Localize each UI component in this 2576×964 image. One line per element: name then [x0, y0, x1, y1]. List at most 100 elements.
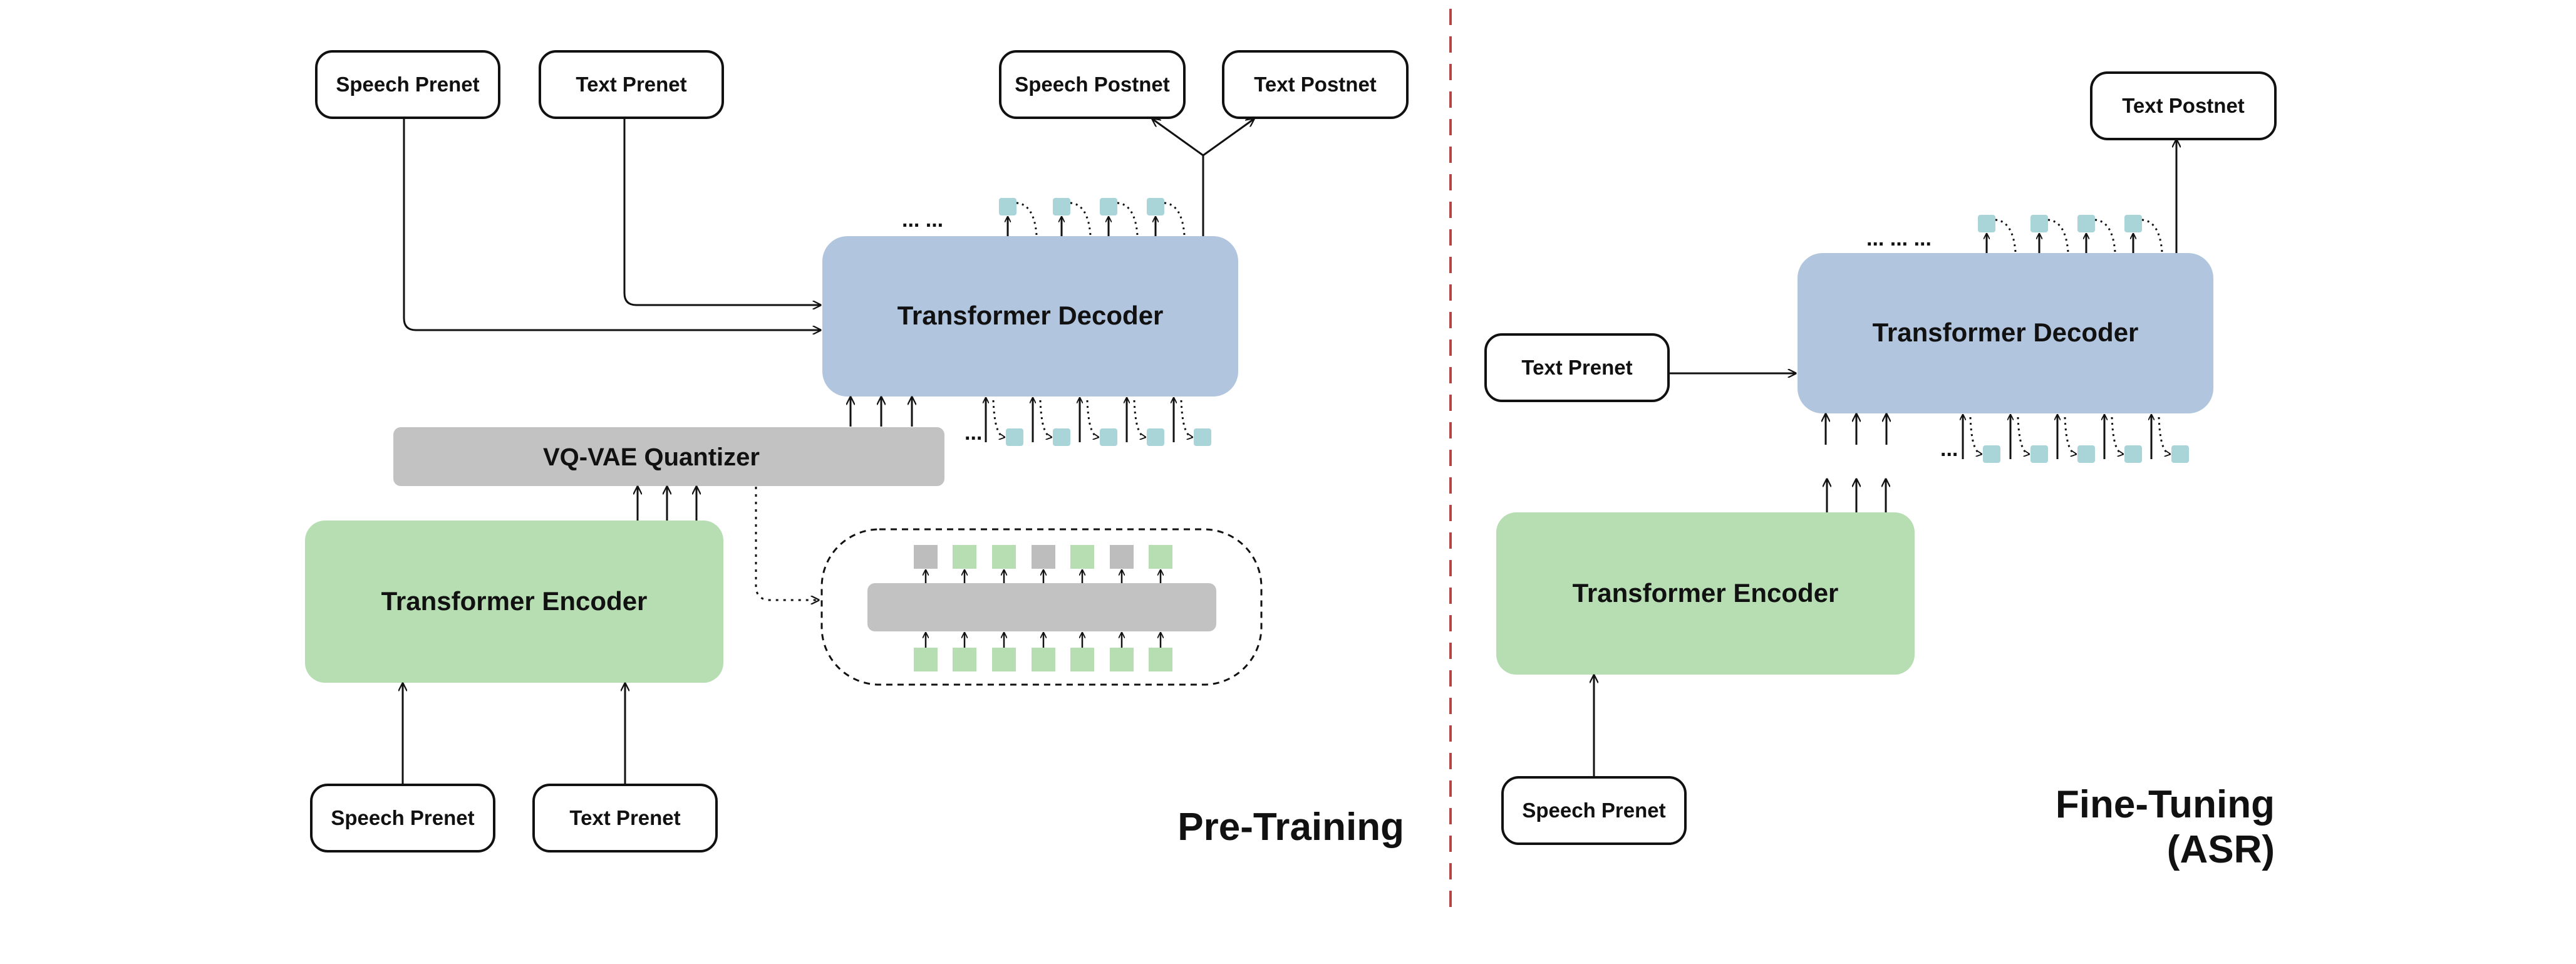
pt-in-token-4: [1194, 428, 1211, 446]
ft-out-shift-0: [1995, 219, 2017, 252]
ft-decoder-output-ellipsis: ... ... ...: [1866, 227, 1932, 251]
inset-code-token-1: [953, 545, 976, 569]
inset-tokens: [914, 545, 1172, 671]
transformer-decoder: Transformer Decoder: [822, 236, 1238, 396]
ft-decoder-input-arrows: [1826, 414, 1886, 445]
inset-input-token-1: [953, 648, 976, 671]
text-prenet-bottom: Text Prenet: [532, 784, 718, 853]
pt-in-shift-1: [1039, 400, 1052, 437]
text-postnet: Text Postnet: [1222, 50, 1409, 119]
pt-in-token-1: [1053, 428, 1070, 446]
ft-out-shift-2: [2094, 219, 2116, 252]
ft-encoder-to-decoder-arrows: [1827, 479, 1886, 512]
ft-in-shift-0: [1969, 417, 1982, 454]
text-prenet-to-decoder: [623, 118, 820, 305]
inset-quantizer-bar: [867, 583, 1216, 631]
decoder-label: Transformer Decoder: [897, 301, 1164, 330]
ft-decoder-label: Transformer Decoder: [1873, 318, 2139, 347]
pt-in-token-2: [1100, 428, 1117, 446]
ft-text-postnet: Text Postnet: [2090, 71, 2277, 140]
ft-in-shift-2: [2064, 417, 2076, 454]
ft-text-prenet: Text Prenet: [1484, 333, 1670, 402]
inset-code-token-6: [1149, 545, 1172, 569]
ft-decoder-input-tokens: [1963, 415, 2189, 463]
pretraining-panel: Speech Prenet Text Prenet Speech Postnet…: [305, 50, 1409, 853]
finetuning-phase-label-line2: (ASR): [2167, 828, 2275, 871]
inset-code-token-2: [992, 545, 1016, 569]
ft-out-shift-3: [2141, 219, 2163, 252]
finetuning-phase-label-line1: Fine-Tuning: [2056, 783, 2275, 826]
decoder-input-tokens: [986, 398, 1211, 446]
text-prenet-bottom-label: Text Prenet: [569, 806, 680, 829]
pt-out-shift-0: [1016, 202, 1038, 236]
decoder-output-ellipsis: ... ...: [902, 208, 943, 232]
inset-code-token-5: [1110, 545, 1134, 569]
text-prenet-top-label: Text Prenet: [576, 73, 686, 96]
encoder-label: Transformer Encoder: [381, 586, 648, 616]
text-postnet-label: Text Postnet: [1254, 73, 1377, 96]
ft-in-shift-4: [2158, 417, 2170, 454]
ft-out-shift-1: [2047, 219, 2069, 252]
speech-prenet-bottom-label: Speech Prenet: [331, 806, 474, 829]
inset-input-token-2: [992, 648, 1016, 671]
finetuning-panel: Text Postnet ... ... ... Transformer Dec…: [1484, 71, 2277, 871]
pt-out-shift-1: [1070, 202, 1092, 236]
pt-out-token-1: [1053, 198, 1070, 215]
ft-text-postnet-label: Text Postnet: [2122, 94, 2245, 117]
inset-input-token-0: [914, 648, 938, 671]
pt-out-shift-2: [1117, 202, 1139, 236]
pretraining-phase-label: Pre-Training: [1177, 806, 1404, 849]
ft-out-token-0: [1978, 215, 1995, 232]
ft-in-token-0: [1983, 445, 2000, 463]
pt-out-shift-3: [1164, 202, 1186, 236]
quantizer-detail-inset: [820, 528, 1263, 686]
pt-out-token-0: [999, 198, 1016, 215]
inset-input-token-4: [1070, 648, 1094, 671]
fork-to-speech-postnet: [1152, 119, 1204, 157]
transformer-encoder: Transformer Encoder: [305, 521, 723, 683]
ft-encoder-label: Transformer Encoder: [1573, 578, 1839, 608]
pt-in-shift-3: [1133, 400, 1146, 437]
ft-in-token-2: [2077, 445, 2095, 463]
inset-input-token-6: [1149, 648, 1172, 671]
ft-speech-prenet-label: Speech Prenet: [1522, 799, 1665, 822]
ft-transformer-decoder: Transformer Decoder: [1798, 253, 2213, 413]
inset-code-token-4: [1070, 545, 1094, 569]
pt-out-token-2: [1100, 198, 1117, 215]
speech-prenet-top: Speech Prenet: [315, 50, 500, 119]
pt-in-token-3: [1147, 428, 1164, 446]
speech-prenet-to-decoder: [403, 118, 820, 330]
text-prenet-top: Text Prenet: [539, 50, 724, 119]
speech-prenet-top-label: Speech Prenet: [336, 73, 479, 96]
ft-transformer-encoder: Transformer Encoder: [1496, 512, 1915, 675]
vq-vae-quantizer: VQ-VAE Quantizer: [393, 427, 944, 486]
speech-prenet-bottom: Speech Prenet: [310, 784, 495, 853]
ft-in-token-3: [2124, 445, 2142, 463]
inset-code-token-0: [914, 545, 938, 569]
ft-decoder-input-ellipsis: ...: [1940, 437, 1958, 461]
decoder-output-tokens: [999, 198, 1186, 236]
encoder-to-quantizer-arrows: [638, 487, 696, 521]
quantizer-label: VQ-VAE Quantizer: [543, 443, 760, 471]
ft-out-token-3: [2124, 215, 2142, 232]
speech-postnet: Speech Postnet: [999, 50, 1186, 119]
ft-in-shift-1: [2017, 417, 2029, 454]
pt-in-shift-4: [1180, 400, 1192, 437]
fork-to-text-postnet: [1203, 119, 1254, 157]
ft-speech-prenet: Speech Prenet: [1501, 776, 1687, 845]
ft-decoder-output-tokens: [1978, 215, 2163, 253]
quantizer-detail-connector: [755, 487, 819, 600]
pt-in-shift-0: [992, 400, 1005, 437]
quantizer-to-decoder-arrows: [851, 397, 912, 427]
decoder-input-ellipsis: ...: [965, 421, 982, 445]
pt-out-token-3: [1147, 198, 1164, 215]
ft-out-token-1: [2030, 215, 2048, 232]
inset-input-token-5: [1110, 648, 1134, 671]
pt-in-token-0: [1006, 428, 1023, 446]
ft-out-token-2: [2077, 215, 2095, 232]
inset-code-token-3: [1032, 545, 1055, 569]
ft-in-token-4: [2171, 445, 2189, 463]
inset-input-token-3: [1032, 648, 1055, 671]
speech-postnet-label: Speech Postnet: [1015, 73, 1170, 96]
